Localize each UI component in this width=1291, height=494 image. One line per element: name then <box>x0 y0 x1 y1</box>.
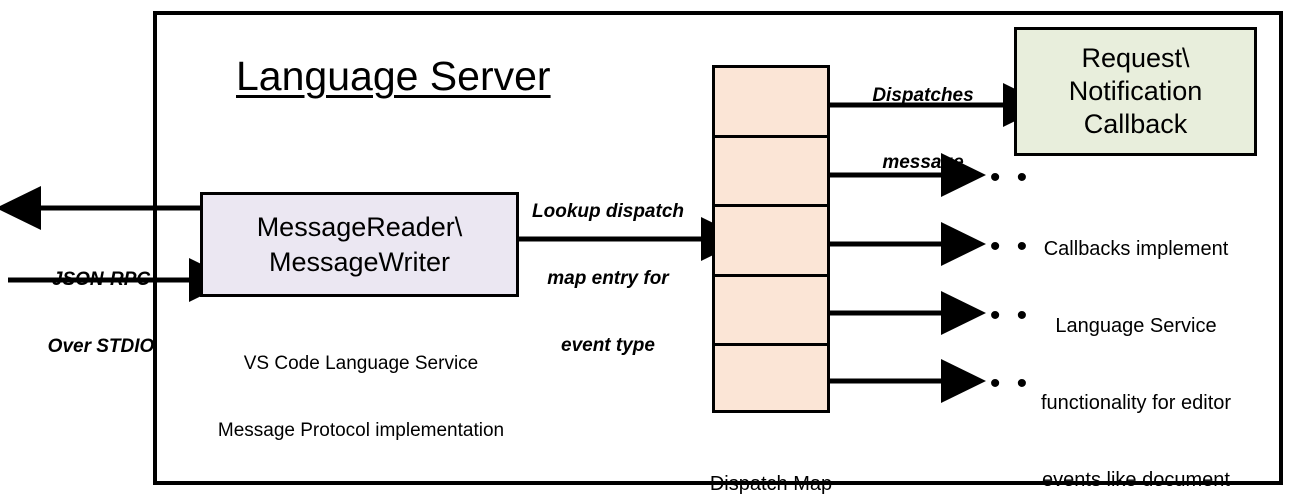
dispatch-map-cell[interactable] <box>715 138 827 208</box>
ellipsis-row-5: • • • <box>963 367 1032 400</box>
callback-caption-line1: Callbacks implement <box>1043 238 1229 261</box>
callback-box-line1: Request\ <box>1081 43 1190 74</box>
lookup-label-line2: map entry for <box>547 268 669 290</box>
dispatch-map-cell[interactable] <box>715 68 827 138</box>
ellipsis-row-2: • • • <box>963 161 1032 194</box>
lookup-dispatch-label: Lookup dispatch map entry for event type <box>508 156 708 402</box>
callback-caption-line3: functionality for editor <box>1040 391 1232 414</box>
message-box-line1: MessageReader\ <box>256 211 463 242</box>
dispatches-label-line2: message <box>882 152 964 174</box>
message-box-caption-line1: VS Code Language Service <box>243 352 479 374</box>
callback-box-caption: Callbacks implement Language Service fun… <box>1008 186 1264 494</box>
callback-box-line2: Notification <box>1068 76 1203 107</box>
ellipsis-row-4: • • • <box>963 299 1032 332</box>
language-server-boundary <box>153 11 1283 485</box>
dispatch-map-cell[interactable] <box>715 207 827 277</box>
dispatch-map-caption-line1: Dispatch Map <box>709 473 833 494</box>
dispatches-message-label: Dispatches message <box>828 40 1018 219</box>
callback-box-line3: Callback <box>1083 108 1188 139</box>
callback-caption-line4: events like document <box>1042 468 1230 491</box>
lookup-label-line3: event type <box>561 335 655 357</box>
message-box-caption: VS Code Language Service Message Protoco… <box>196 308 526 487</box>
lookup-label-line1: Lookup dispatch <box>532 200 684 222</box>
dispatch-map[interactable] <box>712 65 830 413</box>
page-title: Language Server <box>236 53 551 99</box>
jsonrpc-label-line1: JSON-RPC <box>51 268 151 290</box>
ellipsis-row-3: • • • <box>963 230 1032 263</box>
message-reader-writer-box[interactable]: MessageReader\ MessageWriter <box>200 192 519 297</box>
message-box-caption-line2: Message Protocol implementation <box>217 420 505 442</box>
dispatch-map-caption: Dispatch Map (event_type, callback) <box>640 422 902 494</box>
request-notification-callback-box[interactable]: Request\ Notification Callback <box>1014 27 1257 156</box>
dispatches-label-line1: Dispatches <box>872 84 974 106</box>
jsonrpc-label-line2: Over STDIO <box>47 336 155 358</box>
dispatch-map-cell[interactable] <box>715 277 827 347</box>
message-box-line2: MessageWriter <box>268 246 451 277</box>
callback-caption-line2: Language Service <box>1055 314 1217 337</box>
dispatch-map-cell[interactable] <box>715 346 827 410</box>
jsonrpc-channel-label: JSON-RPC Over STDIO <box>36 224 166 403</box>
